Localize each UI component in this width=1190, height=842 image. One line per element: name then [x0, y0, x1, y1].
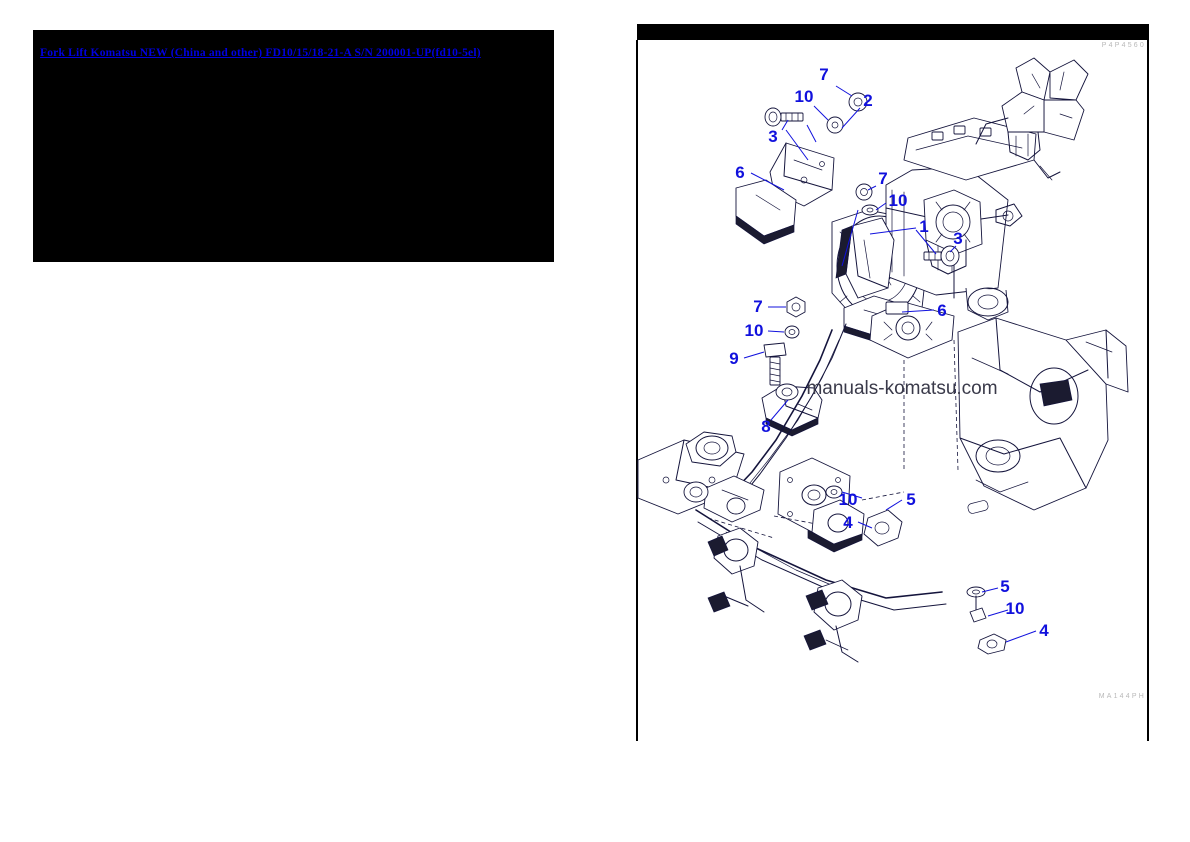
rear-mount-parts-bottom-right	[966, 586, 1007, 655]
callout-8: 8	[761, 417, 770, 436]
callout-6-a: 6	[735, 163, 744, 182]
document-title-link[interactable]: Fork Lift Komatsu NEW (China and other) …	[40, 47, 481, 59]
callout-6-b: 6	[937, 301, 946, 320]
fastener-washer-10-mid	[784, 325, 800, 339]
callout-5-a: 5	[906, 490, 915, 509]
callout-4-a: 4	[843, 513, 853, 532]
engine-mount-base-8	[761, 383, 823, 437]
fastener-bolt-3-upper	[764, 107, 804, 127]
fastener-bolt-3-right	[923, 245, 960, 267]
callout-1: 1	[919, 217, 928, 236]
diagram-canvas: 7 10 2 3 6 7 10 1 3 6 7 10 9 8 10 5 4	[636, 40, 1149, 741]
engine-mount-bracket-1-right	[835, 217, 895, 299]
panel-right-border	[1147, 40, 1149, 741]
callout-10-d: 10	[839, 490, 858, 509]
callout-5-b: 5	[1000, 577, 1009, 596]
callout-7-b: 7	[878, 169, 887, 188]
callout-numbers: 7 10 2 3 6 7 10 1 3 6 7 10 9 8 10 5 4	[729, 65, 1049, 640]
panel-left-border	[636, 40, 638, 741]
fastener-washer-10-upper	[826, 116, 844, 134]
callout-10-e: 10	[1006, 599, 1025, 618]
parts-diagram-panel: P4P4560 MA144PH	[636, 24, 1149, 741]
callout-leader-lines	[743, 85, 1037, 643]
truck-frame-assembly	[637, 301, 1129, 663]
fastener-bolt-9	[763, 342, 787, 386]
callout-10-a: 10	[795, 87, 814, 106]
image-placeholder-panel	[33, 30, 554, 262]
fastener-washer-10-right	[861, 204, 879, 216]
callout-4-b: 4	[1039, 621, 1049, 640]
panel-top-black-bar	[637, 24, 1149, 40]
front-mount-bracket-2	[769, 142, 835, 207]
callout-10-c: 10	[745, 321, 764, 340]
callout-7-a: 7	[819, 65, 828, 84]
fastener-nut-7-right	[855, 183, 873, 201]
callout-7-c: 7	[753, 297, 762, 316]
drawing-code-top: P4P4560	[1101, 42, 1146, 49]
axle-boss-left	[707, 527, 765, 613]
callout-2: 2	[863, 91, 872, 110]
callout-3-b: 3	[953, 229, 962, 248]
drawing-code-bottom: MA144PH	[1098, 693, 1146, 700]
fastener-nut-7-upper	[848, 92, 868, 112]
fastener-nut-7-mid	[786, 296, 806, 318]
rear-mount-parts-4-5-10	[683, 481, 903, 553]
axle-boss-mid	[803, 579, 863, 663]
callout-10-b: 10	[889, 191, 908, 210]
callout-9: 9	[729, 349, 738, 368]
callout-3-a: 3	[768, 127, 777, 146]
engine-mount-cushion-6-left	[735, 179, 797, 245]
watermark-text: manuals-komatsu.com	[806, 378, 997, 399]
engine-mount-diagram-svg: 7 10 2 3 6 7 10 1 3 6 7 10 9 8 10 5 4	[637, 57, 1129, 663]
